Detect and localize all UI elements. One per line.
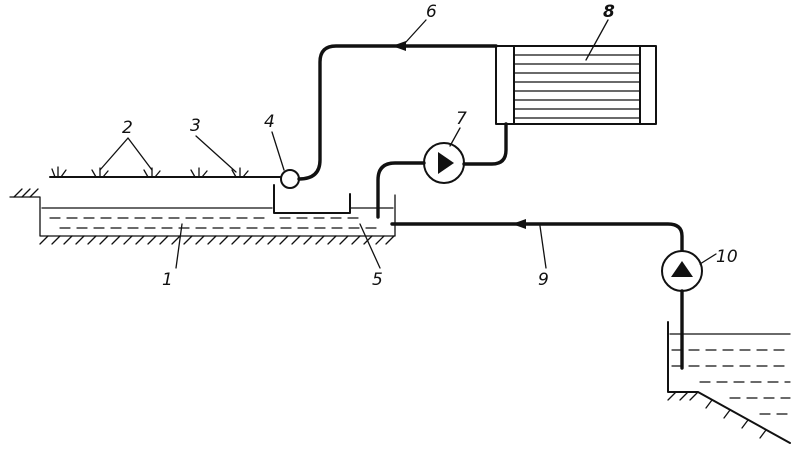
pump-10-arrow — [671, 261, 693, 277]
label-1: 1 — [162, 270, 173, 290]
heat-exchanger-8 — [495, 45, 657, 125]
drain-tray-5 — [273, 184, 351, 214]
label-7: 7 — [456, 109, 467, 129]
water-source-reservoir — [667, 321, 791, 444]
flow-arrow-pipe-9 — [512, 219, 526, 229]
flow-arrow-pipe-6 — [392, 41, 406, 51]
pipe-6 — [297, 44, 498, 181]
ground-surface-3 — [49, 166, 281, 178]
basin-water-dashes — [49, 217, 381, 229]
label-6: 6 — [426, 2, 437, 22]
ground-hatching-right — [667, 391, 767, 439]
label-2: 2 — [122, 118, 133, 138]
label-8: 8 — [603, 2, 615, 22]
valve-4 — [280, 169, 300, 189]
pipe-9 — [390, 222, 684, 252]
label-3: 3 — [190, 116, 201, 136]
label-4: 4 — [264, 112, 275, 132]
leader-lines — [99, 19, 717, 269]
pipe-exchanger-to-pump-7 — [462, 122, 508, 166]
plants-2 — [51, 166, 249, 178]
label-9: 9 — [538, 270, 549, 290]
basin-1 — [9, 188, 396, 245]
ground-hatching-left — [13, 188, 395, 245]
pipe-suction-pump-7 — [376, 161, 426, 219]
label-10: 10 — [716, 247, 738, 267]
pump-7-arrow — [438, 152, 454, 174]
label-5: 5 — [372, 270, 383, 290]
